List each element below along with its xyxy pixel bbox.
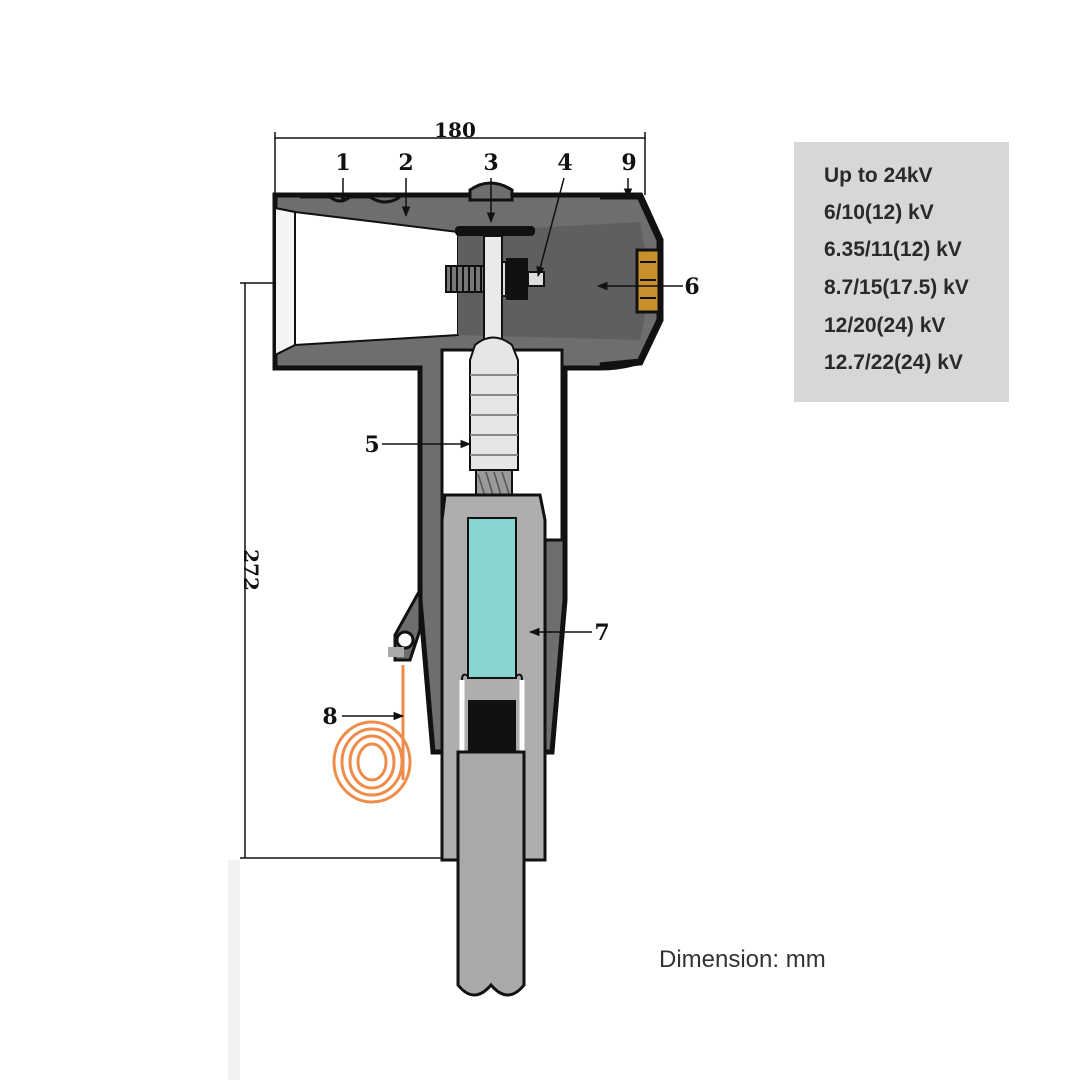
semicon-screen — [468, 700, 516, 755]
nut — [506, 258, 528, 300]
earth-wire-coil — [332, 647, 412, 804]
top-grooves — [300, 195, 401, 204]
bushing-interface — [274, 206, 459, 357]
lug-crimp-rings — [470, 374, 518, 456]
conductor-shaft — [483, 235, 503, 347]
cable-insulation — [467, 517, 517, 679]
cable-lug — [469, 336, 519, 471]
callout-1: 1 — [335, 150, 350, 176]
threaded-stud — [445, 265, 487, 293]
bushing-mouth — [274, 206, 296, 357]
earthing-eye-icon — [395, 630, 415, 650]
dimension-lines — [240, 132, 646, 859]
voltage-spec-panel: Up to 24kV 6/10(12) kV 6.35/11(12) kV 8.… — [794, 142, 1009, 402]
callout-8: 8 — [322, 704, 337, 730]
dimension-unit-caption: Dimension: mm — [659, 946, 826, 973]
inner-chamber — [458, 222, 645, 340]
callout-labels: 1 2 3 4 5 6 7 8 9 — [322, 150, 699, 730]
callout-leaders — [338, 177, 683, 721]
cable-sheath — [456, 750, 526, 997]
height-dimension: 272 — [239, 549, 263, 591]
screen-clips — [459, 680, 525, 752]
callout-3: 3 — [483, 150, 498, 176]
width-dimension: 180 — [434, 118, 476, 142]
spec-line: 6.35/11(12) kV — [824, 238, 962, 261]
spec-line: 6/10(12) kV — [824, 201, 934, 224]
nut-tip — [527, 271, 545, 287]
spec-line: Up to 24kV — [824, 164, 933, 187]
callout-2: 2 — [398, 150, 413, 176]
spec-line: 12.7/22(24) kV — [824, 351, 963, 374]
callout-7: 7 — [594, 620, 609, 646]
spec-line: 12/20(24) kV — [824, 314, 946, 337]
callout-5: 5 — [364, 432, 379, 458]
stud-threads — [450, 266, 482, 292]
callout-9: 9 — [621, 150, 636, 176]
edge-shadow — [228, 860, 240, 1080]
cap-plate — [455, 226, 535, 236]
spec-line: 8.7/15(17.5) kV — [824, 276, 969, 299]
callout-6: 6 — [684, 274, 699, 300]
callout-4: 4 — [557, 150, 572, 176]
